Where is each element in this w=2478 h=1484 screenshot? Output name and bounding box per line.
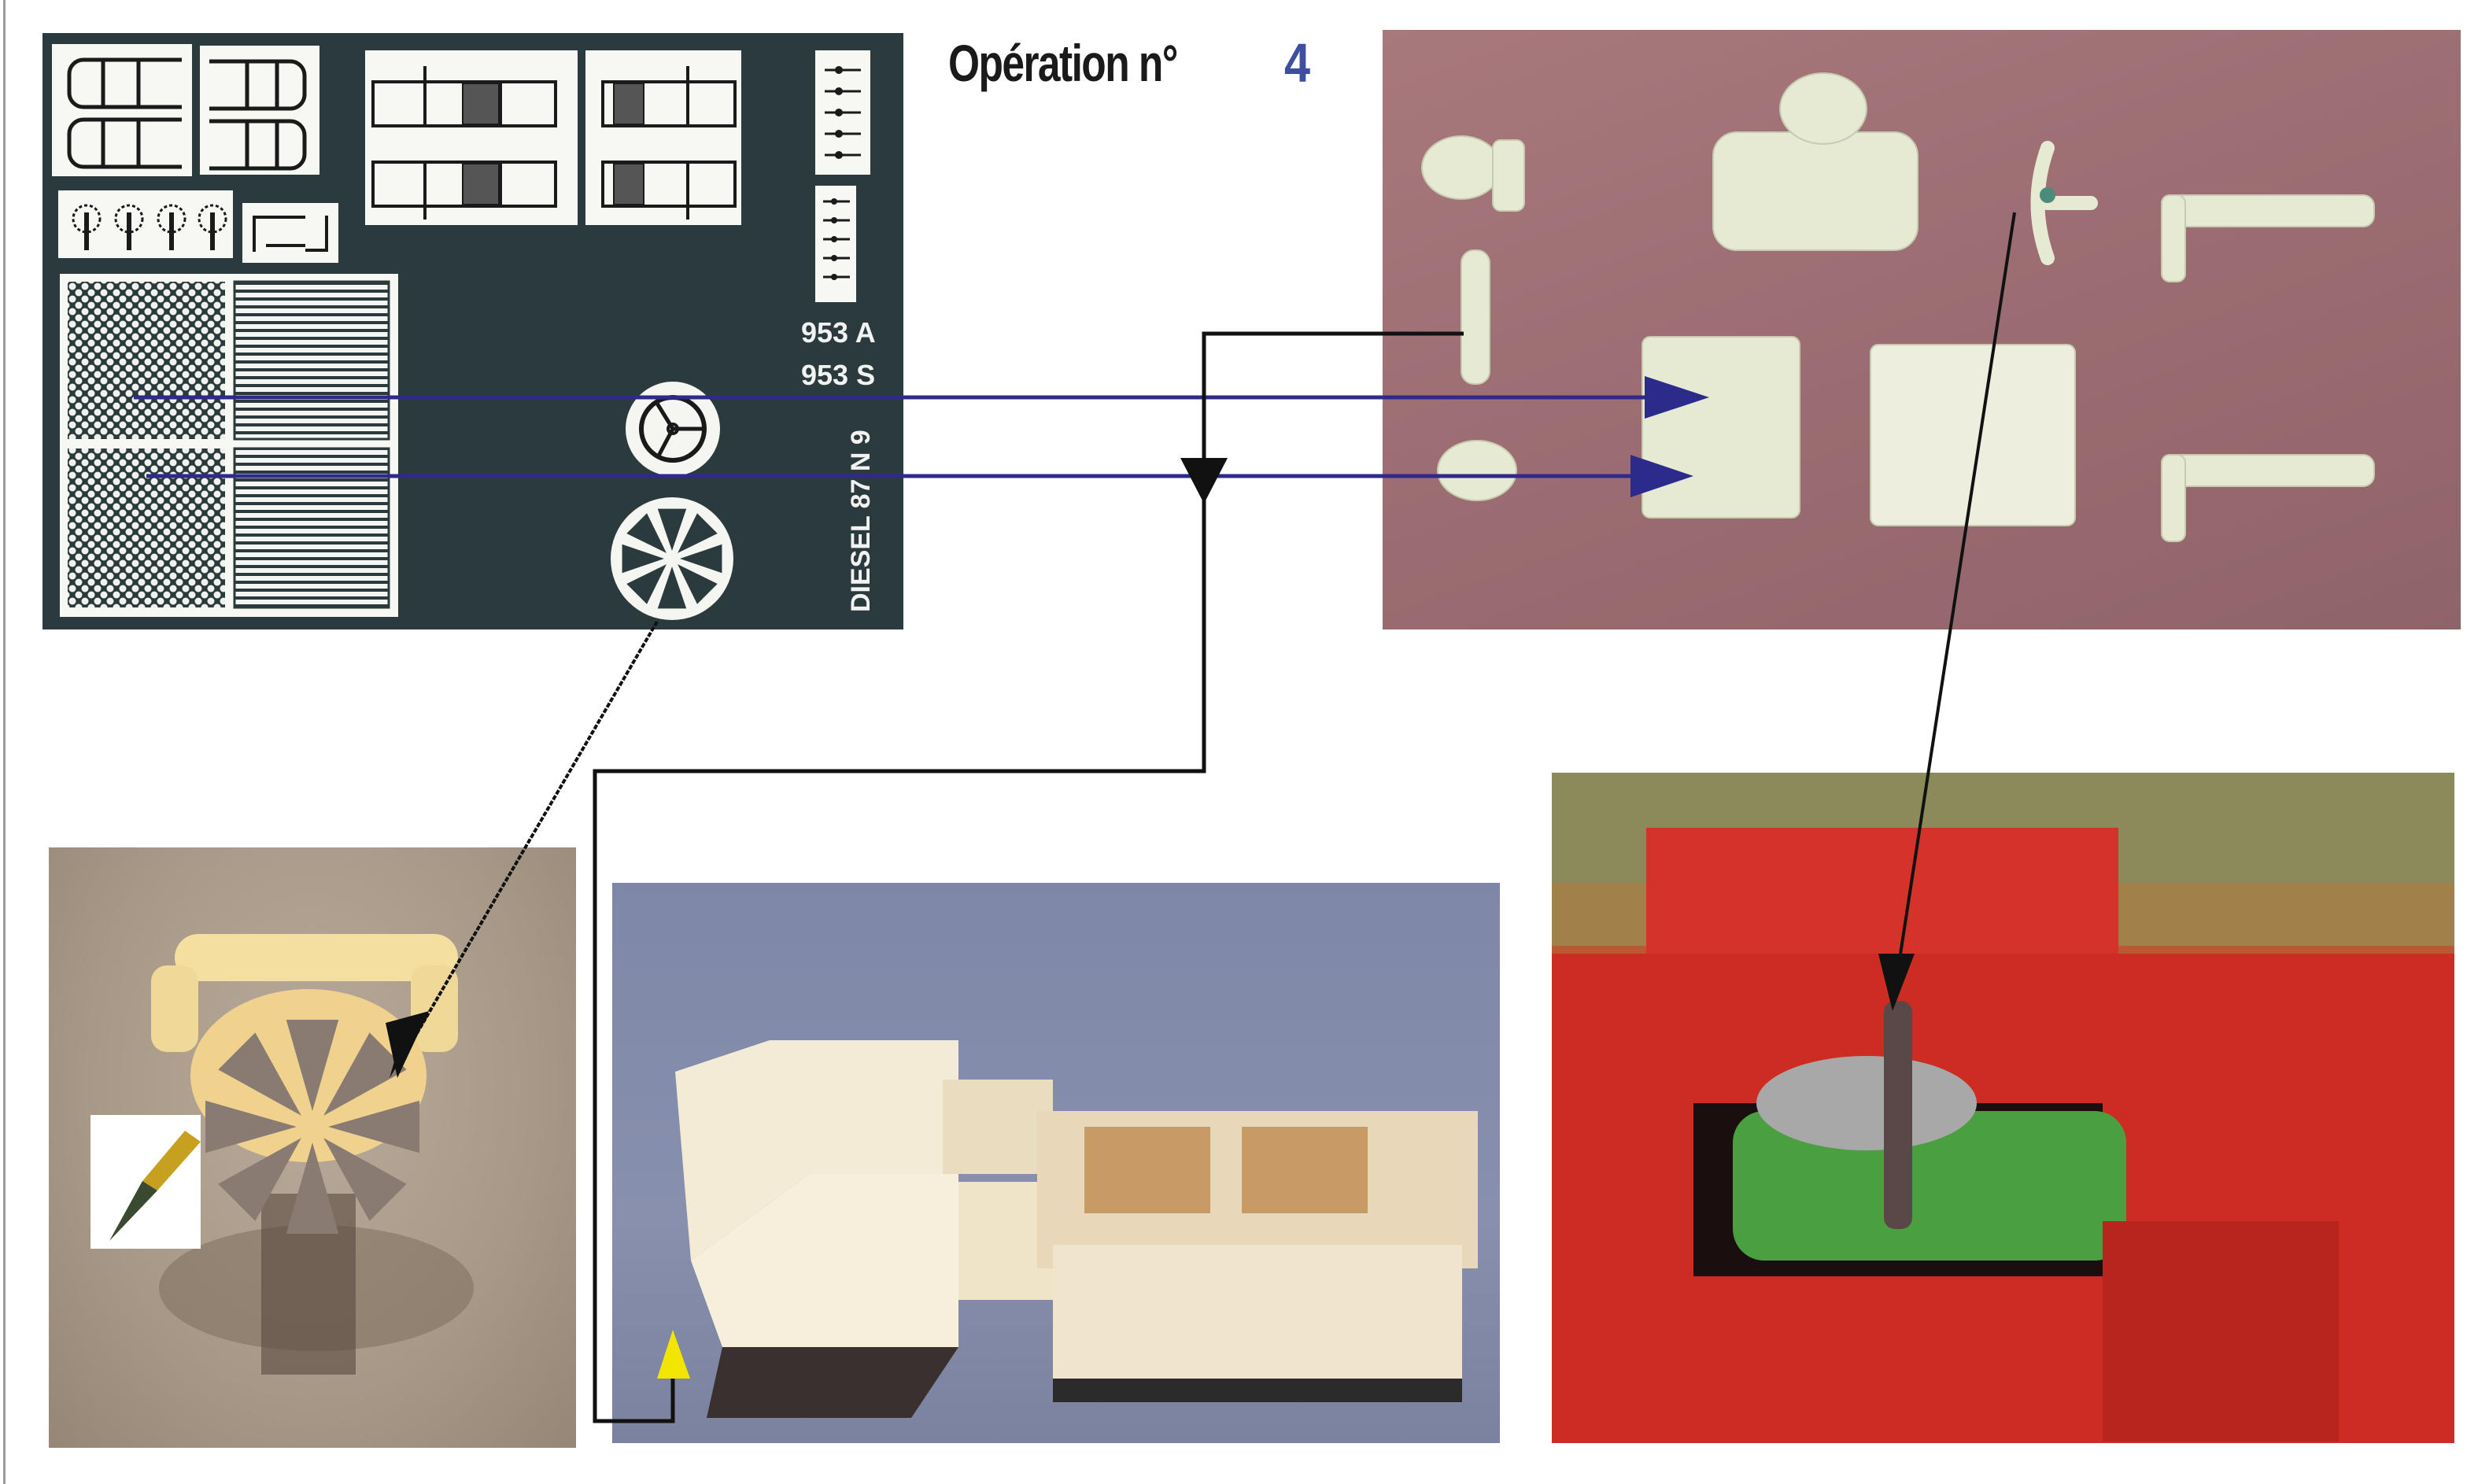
craft-knife-icon: [109, 1131, 201, 1241]
bracket-icon: [253, 216, 328, 252]
blue-arrowhead-lower: [1630, 455, 1693, 497]
lever-strip-icon: [823, 198, 850, 280]
black-arrowhead-rod: [1180, 458, 1228, 504]
black-arrowhead-ypipe: [1878, 954, 1915, 1011]
part-cover: [1870, 344, 2076, 526]
fan-blade: [286, 1143, 339, 1234]
steering-wheel-icon: [626, 382, 720, 476]
black-connector-rod: [593, 331, 1464, 1423]
lever-strip-icon: [825, 66, 861, 159]
photo-painted-model: [1552, 773, 2454, 1443]
fan-blade: [657, 508, 687, 551]
chassis-illustration: [675, 1040, 1478, 1418]
fan-blade: [323, 1138, 407, 1221]
painted-model-illustration: [1552, 773, 2454, 1443]
fan-blade: [680, 544, 722, 574]
fan-blade: [626, 513, 667, 553]
window-grille-left-pair: [365, 50, 578, 225]
operation-number: 4: [1284, 32, 1311, 94]
window-grille-left-icon: [371, 66, 557, 220]
plate-code-a: 953 A: [801, 316, 876, 349]
plate-code-s: 953 S: [801, 359, 876, 391]
part-small-pump-2: [1437, 440, 1517, 501]
craft-knife-inset: [90, 1115, 201, 1249]
radiator-louvre-upper: [233, 280, 390, 441]
fan-blade: [286, 1020, 339, 1111]
yellow-marker: [657, 1330, 690, 1379]
radiator-panel: [60, 274, 398, 617]
fan-blade: [678, 513, 718, 553]
photo-fan-detail: [49, 847, 576, 1448]
photo-chassis: [612, 883, 1500, 1443]
black-connector-ypipe: [1895, 212, 2016, 980]
part-rod: [1461, 249, 1490, 385]
operation-title: Opération n°: [948, 34, 1178, 92]
bracket: [242, 203, 338, 263]
blue-arrowhead-upper: [1645, 376, 1709, 419]
round-handles: [58, 190, 233, 258]
fan-blade: [678, 564, 718, 604]
radiator-mesh-upper: [68, 282, 225, 439]
left-border-rule: [3, 0, 6, 1484]
window-grille-right-pair: [585, 50, 741, 225]
photo-parts-layout: [1383, 30, 2461, 629]
door-frame-left-pair: [52, 44, 192, 176]
fan-disc-icon: [611, 497, 733, 620]
photo-etch-plate: 953 A 953 S: [42, 33, 903, 629]
door-frame-right-icon: [209, 59, 307, 171]
door-frame-right-pair: [200, 46, 319, 175]
fan-blade: [323, 1032, 407, 1116]
lever-strip-bottom: [815, 186, 856, 302]
lever-strip-top: [815, 50, 870, 175]
fan-blade: [218, 1032, 301, 1116]
fan-engine-illustration: [151, 934, 474, 1375]
part-y-pipe: [2030, 141, 2098, 265]
mesh-patch: [462, 83, 500, 125]
handle-icon: [72, 204, 227, 250]
fan-blade: [218, 1138, 301, 1221]
fan-blade: [657, 567, 687, 609]
door-frame-left-icon: [67, 57, 182, 169]
fan-blade: [622, 544, 664, 574]
fan-blade: [626, 564, 667, 604]
black-connector-fan: [408, 620, 659, 1048]
fan-blade: [205, 1100, 297, 1154]
window-grille-right-icon: [601, 66, 737, 220]
fan-blade: [328, 1100, 419, 1154]
